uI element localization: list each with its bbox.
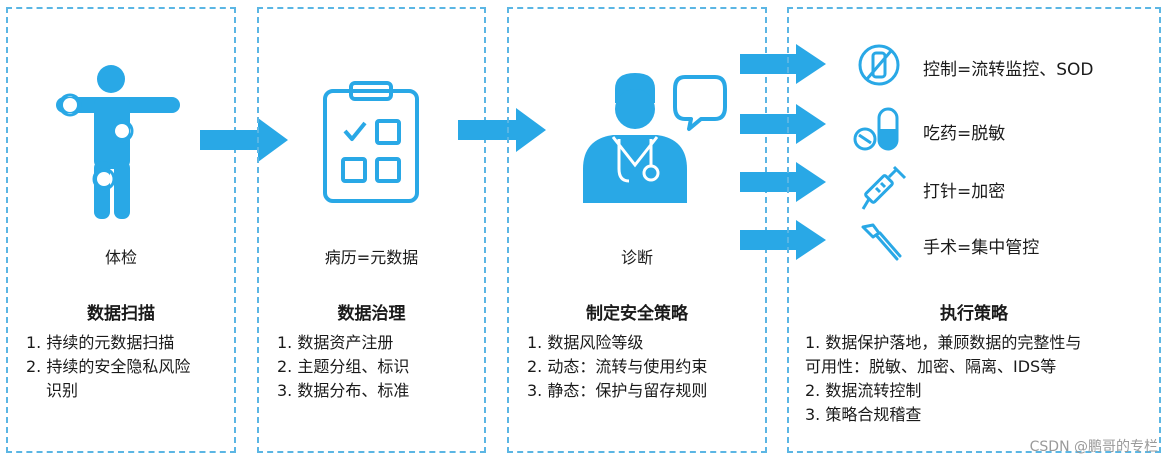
item-list: 1. 数据保护落地，兼顾数据的完整性与 可用性：脱敏、加密、隔离、IDS等 2.…	[805, 331, 1153, 427]
syringe-icon	[861, 165, 909, 217]
panel-medical-record: 病历=元数据 数据治理 1. 数据资产注册 2. 主题分组、标识 3. 数据分布…	[257, 7, 486, 453]
panel-title: 制定安全策略	[586, 304, 688, 324]
list-item: 2. 动态：流转与使用约束	[527, 357, 708, 376]
strategy-label: 手术=集中管控	[923, 238, 1040, 258]
list-item: 2. 主题分组、标识	[277, 357, 410, 376]
pill-icon	[851, 105, 907, 157]
arrow-right-icon	[740, 44, 828, 88]
list-item: 2. 数据流转控制	[805, 381, 922, 400]
no-drug-icon	[857, 43, 901, 91]
arrow-right-icon	[458, 108, 548, 156]
list-item: 3. 数据分布、标准	[277, 381, 410, 400]
list-item: 1. 数据保护落地，兼顾数据的完整性与	[805, 333, 1082, 352]
item-list: 1. 数据资产注册 2. 主题分组、标识 3. 数据分布、标准	[277, 331, 476, 403]
scalpel-icon	[859, 221, 903, 269]
list-item: 识别	[46, 381, 79, 400]
list-item: 可用性：脱敏、加密、隔离、IDS等	[805, 357, 1057, 376]
arrow-right-icon	[200, 118, 290, 166]
panel-label: 诊断	[620, 248, 653, 267]
strategy-label: 吃药=脱敏	[923, 124, 1006, 144]
arrow-right-icon	[740, 220, 828, 264]
list-item: 3. 策略合规稽查	[805, 405, 922, 424]
arrow-right-icon	[740, 162, 828, 206]
list-item: 2. 持续的安全隐私风险	[26, 357, 191, 376]
body-scan-icon	[48, 61, 188, 225]
panel-title: 数据扫描	[87, 304, 155, 324]
list-item: 1. 数据资产注册	[277, 333, 394, 352]
strategy-label: 打针=加密	[923, 182, 1006, 202]
panel-label: 体检	[104, 248, 137, 267]
panel-diagnosis: 诊断 制定安全策略 1. 数据风险等级 2. 动态：流转与使用约束 3. 静态：…	[507, 7, 767, 453]
panel-label: 病历=元数据	[324, 248, 419, 267]
panel-checkup: 体检 数据扫描 1. 持续的元数据扫描 2. 持续的安全隐私风险 识别	[6, 7, 236, 453]
panel-title: 数据治理	[337, 304, 406, 324]
strategy-row: 手术=集中管控	[789, 219, 1159, 267]
doctor-icon	[579, 69, 729, 213]
list-item: 3. 静态：保护与留存规则	[527, 381, 708, 400]
list-item: 1. 数据风险等级	[527, 333, 644, 352]
strategy-row: 打针=加密	[789, 163, 1159, 211]
clipboard-checklist-icon	[321, 81, 421, 209]
arrow-right-icon	[740, 104, 828, 148]
item-list: 1. 数据风险等级 2. 动态：流转与使用约束 3. 静态：保护与留存规则	[527, 331, 757, 403]
strategy-label: 控制=流转监控、SOD	[923, 60, 1094, 80]
item-list: 1. 持续的元数据扫描 2. 持续的安全隐私风险 识别	[26, 331, 226, 403]
strategy-row: 控制=流转监控、SOD	[789, 41, 1159, 89]
watermark: CSDN @鹏哥的专栏	[1029, 439, 1158, 455]
list-item: 1. 持续的元数据扫描	[26, 333, 175, 352]
panel-title: 执行策略	[940, 304, 1008, 324]
strategy-row: 吃药=脱敏	[789, 105, 1159, 153]
panel-execution: 控制=流转监控、SOD 吃药=脱敏	[787, 7, 1161, 453]
